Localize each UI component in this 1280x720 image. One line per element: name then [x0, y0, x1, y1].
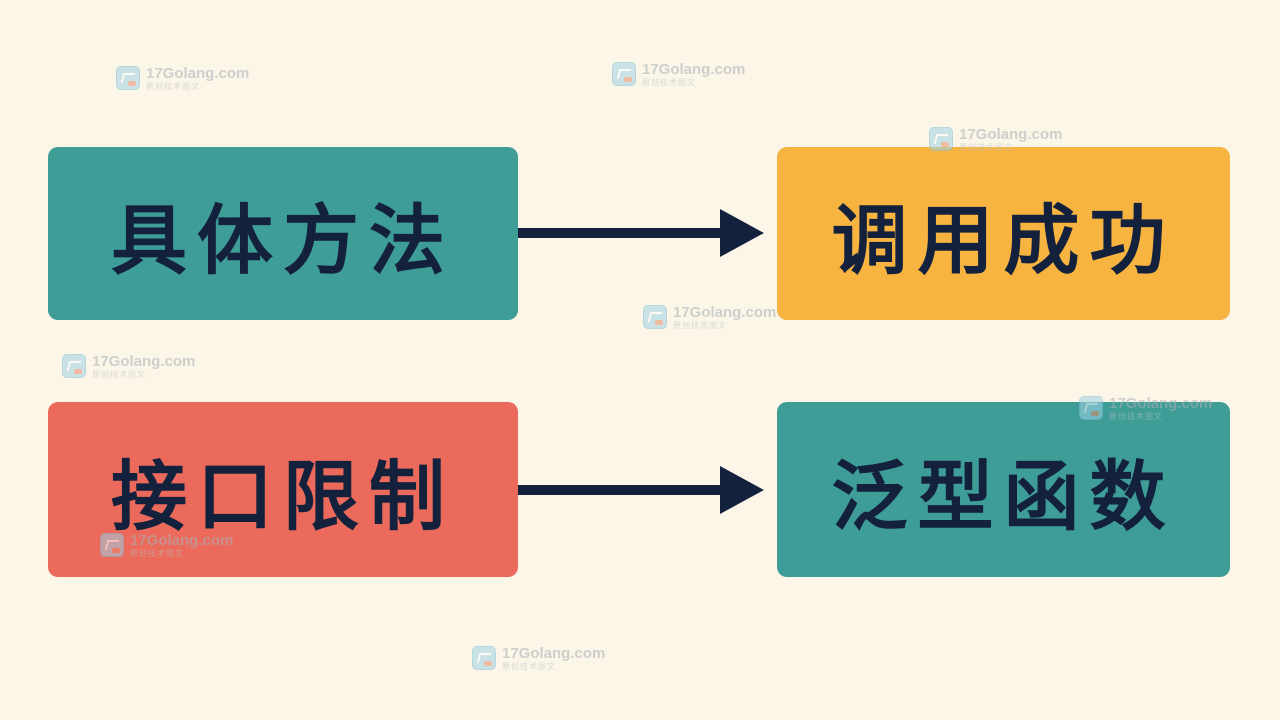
watermark-title: 17Golang.com	[642, 60, 746, 78]
watermark-subtitle: 原创技术图文	[92, 369, 146, 379]
flow-1-target-box: 调用成功	[777, 147, 1230, 320]
flow-2-arrow-icon	[518, 466, 764, 514]
watermark: 17Golang.com 原创技术图文	[472, 641, 605, 675]
flow-2-target-box: 泛型函数	[777, 402, 1230, 577]
watermark-subtitle: 原创技术图文	[673, 320, 727, 330]
watermark-title: 17Golang.com	[502, 644, 606, 662]
flow-1-target-label: 调用成功	[831, 195, 1176, 285]
watermark-title: 17Golang.com	[146, 64, 250, 82]
flow-1-source-box: 具体方法	[48, 147, 518, 320]
watermark-subtitle: 原创技术图文	[642, 77, 696, 87]
watermark-title: 17Golang.com	[959, 125, 1063, 143]
code-logo-icon	[116, 66, 140, 90]
watermark-title: 17Golang.com	[92, 352, 196, 370]
code-logo-icon	[472, 646, 496, 670]
flow-1-source-label: 具体方法	[111, 195, 455, 285]
flow-1-arrow-icon	[518, 209, 764, 257]
watermark: 17Golang.com 原创技术图文	[116, 61, 249, 95]
watermark-title: 17Golang.com	[673, 303, 777, 321]
watermark-subtitle: 原创技术图文	[146, 81, 200, 91]
code-logo-icon	[62, 354, 86, 378]
watermark-subtitle: 原创技术图文	[502, 661, 556, 671]
watermark: 17Golang.com 原创技术图文	[612, 57, 745, 91]
flow-2-source-box: 接口限制	[48, 402, 518, 577]
watermark: 17Golang.com 原创技术图文	[643, 300, 776, 334]
flow-2-source-label: 接口限制	[111, 451, 455, 541]
code-logo-icon	[612, 62, 636, 86]
watermark: 17Golang.com 原创技术图文	[62, 349, 195, 383]
code-logo-icon	[643, 305, 667, 329]
flow-2-target-label: 泛型函数	[831, 451, 1176, 541]
